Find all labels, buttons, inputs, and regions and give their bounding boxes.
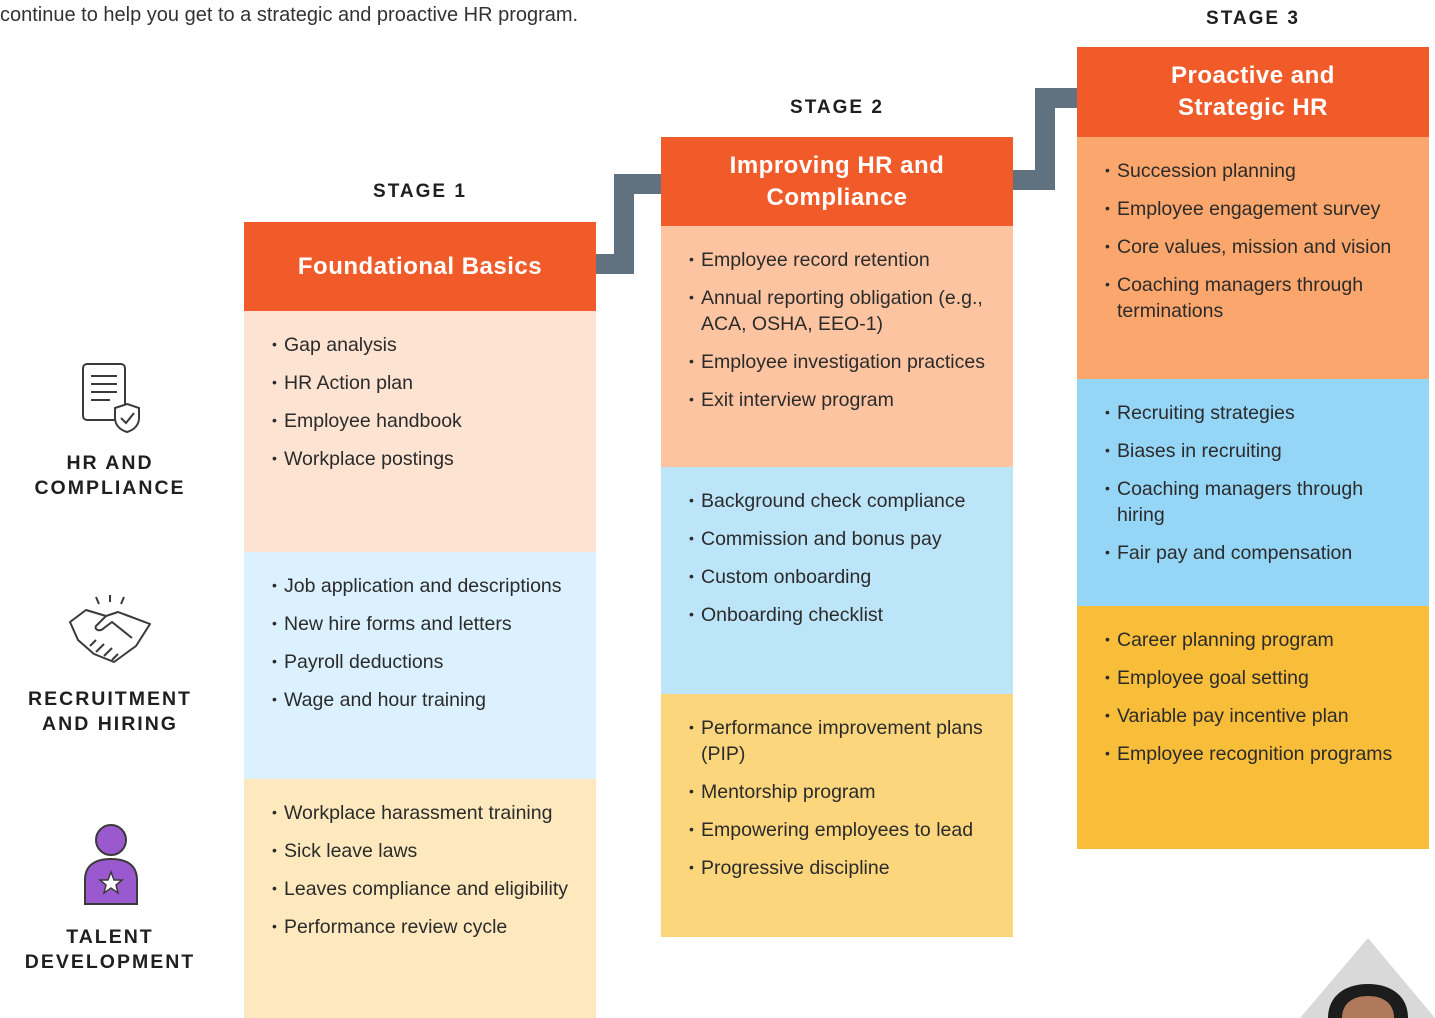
category-talent-label: TALENT DEVELOPMENT xyxy=(10,925,210,975)
list-item: Payroll deductions xyxy=(272,648,576,675)
list-item: New hire forms and letters xyxy=(272,610,576,637)
stage-3-title-line1: Proactive and xyxy=(1171,62,1335,89)
list-item: Employee recognition programs xyxy=(1105,740,1409,767)
list-item: Workplace harassment training xyxy=(272,799,576,826)
category-label-line: RECRUITMENT xyxy=(28,688,192,710)
list-item: Employee investigation practices xyxy=(689,348,993,375)
stage-1-hr-compliance-box: Gap analysis HR Action plan Employee han… xyxy=(244,311,596,552)
stage-3-header: Proactive and Strategic HR xyxy=(1077,47,1429,137)
list-item: Coaching managers through terminations xyxy=(1105,271,1409,324)
category-label-line: HR AND xyxy=(66,452,154,474)
list-item: Gap analysis xyxy=(272,331,576,358)
stage-2-hr-compliance-box: Employee record retention Annual reporti… xyxy=(661,226,1013,467)
category-label-line: DEVELOPMENT xyxy=(24,951,196,973)
stage-2-header: Improving HR and Compliance xyxy=(661,137,1013,226)
list-item: Employee goal setting xyxy=(1105,664,1409,691)
list-item: Empowering employees to lead xyxy=(689,816,993,843)
list-item: Background check compliance xyxy=(689,487,993,514)
list-item: Onboarding checklist xyxy=(689,601,993,628)
person-photo xyxy=(1300,938,1435,1018)
list-item: Employee engagement survey xyxy=(1105,195,1409,222)
list-item: Mentorship program xyxy=(689,778,993,805)
stage-1-column: Foundational Basics Gap analysis HR Acti… xyxy=(244,222,596,1018)
list-item: Progressive discipline xyxy=(689,854,993,881)
list-item: Biases in recruiting xyxy=(1105,437,1409,464)
stage-1-talent-box: Workplace harassment training Sick leave… xyxy=(244,779,596,1018)
stage-3-title-line2: Strategic HR xyxy=(1177,94,1329,121)
handshake-icon xyxy=(69,595,151,663)
category-label-line: AND HIRING xyxy=(42,713,178,735)
stage-2-title-line2: Compliance xyxy=(766,183,908,211)
stage-3-hr-compliance-box: Succession planning Employee engagement … xyxy=(1077,137,1429,379)
list-item: Performance improvement plans (PIP) xyxy=(689,714,993,767)
stair-connector-2-3 xyxy=(1011,88,1081,190)
stage-3-column: Proactive and Strategic HR Succession pl… xyxy=(1077,47,1429,849)
list-item: Annual reporting obligation (e.g., ACA, … xyxy=(689,284,993,337)
intro-text: continue to help you get to a strategic … xyxy=(0,4,579,26)
stage-2-recruitment-box: Background check compliance Commission a… xyxy=(661,467,1013,694)
list-item: Exit interview program xyxy=(689,386,993,413)
list-item: Leaves compliance and eligibility xyxy=(272,875,576,902)
list-item: Core values, mission and vision xyxy=(1105,233,1409,260)
stage-2-title-line1: Improving HR and xyxy=(729,151,945,179)
list-item: Succession planning xyxy=(1105,157,1409,184)
stage-1-recruitment-box: Job application and descriptions New hir… xyxy=(244,552,596,779)
list-item: Variable pay incentive plan xyxy=(1105,702,1409,729)
stage-1-header: Foundational Basics xyxy=(244,222,596,311)
list-item: Coaching managers through hiring xyxy=(1105,475,1409,528)
stage-2-label: STAGE 2 xyxy=(790,97,884,118)
list-item: Fair pay and compensation xyxy=(1105,539,1409,566)
list-item: Custom onboarding xyxy=(689,563,993,590)
list-item: Career planning program xyxy=(1105,626,1409,653)
category-recruitment-label: RECRUITMENT AND HIRING xyxy=(10,687,210,737)
category-hr-compliance-label: HR AND COMPLIANCE xyxy=(10,451,210,501)
list-item: HR Action plan xyxy=(272,369,576,396)
stage-2-talent-box: Performance improvement plans (PIP) Ment… xyxy=(661,694,1013,937)
stair-connector-1-2 xyxy=(594,174,664,274)
stage-1-title: Foundational Basics xyxy=(297,252,543,280)
list-item: Employee handbook xyxy=(272,407,576,434)
category-label-line: COMPLIANCE xyxy=(34,477,186,499)
list-item: Employee record retention xyxy=(689,246,993,273)
category-label-line: TALENT xyxy=(66,926,154,948)
list-item: Wage and hour training xyxy=(272,686,576,713)
list-item: Job application and descriptions xyxy=(272,572,576,599)
person-star-icon xyxy=(84,824,138,905)
document-shield-icon xyxy=(82,363,140,434)
list-item: Sick leave laws xyxy=(272,837,576,864)
stage-3-label: STAGE 3 xyxy=(1206,8,1300,29)
list-item: Recruiting strategies xyxy=(1105,399,1409,426)
list-item: Commission and bonus pay xyxy=(689,525,993,552)
stage-1-label: STAGE 1 xyxy=(373,181,467,202)
list-item: Performance review cycle xyxy=(272,913,576,940)
stage-3-talent-box: Career planning program Employee goal se… xyxy=(1077,606,1429,849)
stage-3-recruitment-box: Recruiting strategies Biases in recruiti… xyxy=(1077,379,1429,606)
list-item: Workplace postings xyxy=(272,445,576,472)
stage-2-column: Improving HR and Compliance Employee rec… xyxy=(661,137,1013,937)
